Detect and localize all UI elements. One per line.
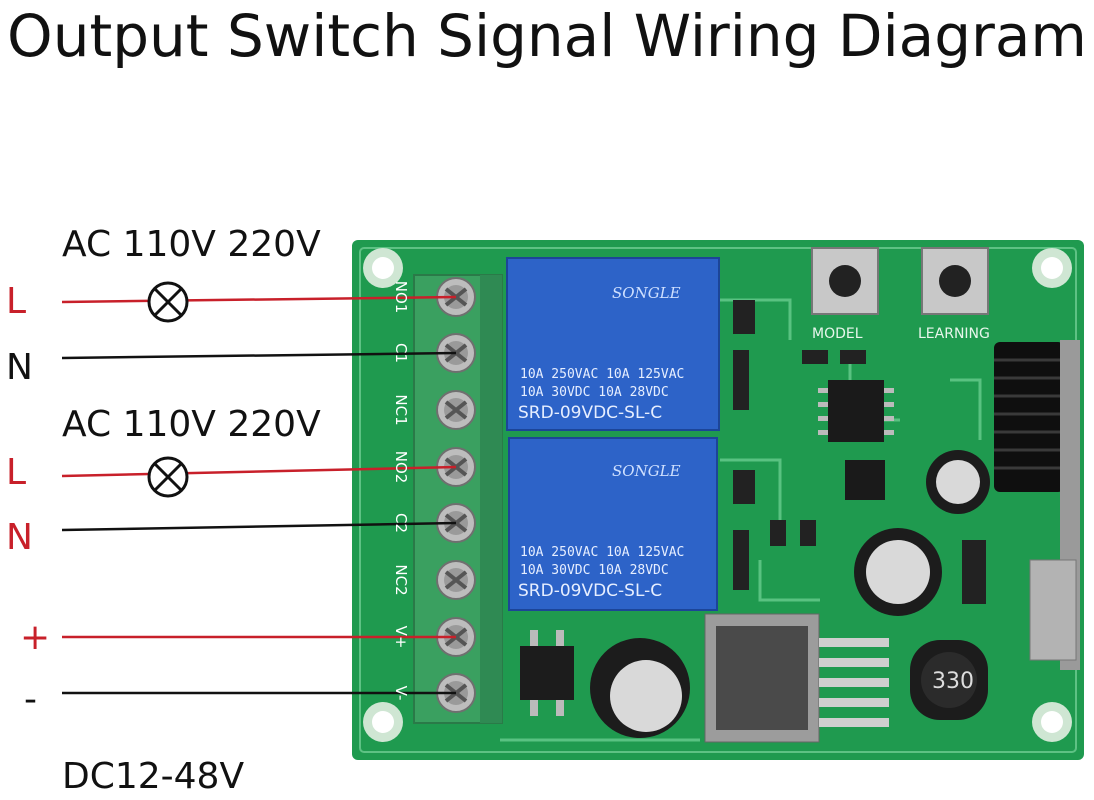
smd-components [733, 300, 986, 604]
wire-label-negative: - [24, 679, 37, 720]
mounting-hole [1032, 248, 1072, 288]
lamp-icon-2 [147, 456, 189, 498]
ac-supply-label-1: AC 110V 220V [62, 224, 321, 265]
relay-1-model: SRD-09VDC-SL-C [518, 403, 662, 423]
wire-l2 [61, 465, 457, 478]
relay-2: SONGLE 10A 250VAC 10A 125VAC 10A 30VDC 1… [508, 437, 718, 611]
learning-button-label: LEARNING [918, 326, 990, 342]
relay-2-rating-1: 10A 250VAC 10A 125VAC [520, 545, 684, 560]
relay-1-rating-2: 10A 30VDC 10A 28VDC [520, 385, 669, 400]
terminal-label: C1 [392, 343, 410, 363]
terminal-label: NO1 [392, 281, 410, 314]
wire-l1 [61, 295, 457, 304]
wire-label-positive: + [20, 617, 51, 658]
ic-chip [818, 380, 894, 442]
terminal-screw [436, 560, 476, 600]
inductor: 330 [910, 640, 988, 720]
relay-1-brand: SONGLE [612, 284, 681, 302]
wire-n1 [61, 351, 457, 360]
antenna-coil [994, 342, 1064, 492]
voltage-regulator [704, 613, 889, 743]
learning-button [921, 247, 989, 315]
wire-n2 [61, 521, 457, 532]
relay-2-model: SRD-09VDC-SL-C [518, 581, 662, 601]
capacitor-small [926, 450, 990, 514]
terminal-label: NC1 [392, 394, 410, 425]
terminal-label: NO2 [392, 451, 410, 484]
model-button [811, 247, 879, 315]
diagram-title: Output Switch Signal Wiring Diagram [7, 2, 1087, 70]
mounting-hole [363, 248, 403, 288]
capacitor-large [590, 638, 690, 738]
inductor-code: 330 [932, 669, 974, 694]
terminal-screw [436, 390, 476, 430]
terminal-block-side [480, 275, 502, 723]
transistor [845, 460, 885, 500]
relay-2-brand: SONGLE [612, 462, 681, 480]
terminal-label: C2 [392, 513, 410, 533]
crystal-oscillator [1029, 559, 1077, 661]
wire-label-n2: N [6, 517, 33, 558]
terminal-label: V+ [392, 626, 410, 649]
relay-1-rating-1: 10A 250VAC 10A 125VAC [520, 367, 684, 382]
capacitor-medium [854, 528, 942, 616]
mounting-hole [1032, 702, 1072, 742]
ac-supply-label-2: AC 110V 220V [62, 404, 321, 445]
terminal-label: V- [392, 686, 410, 701]
relay-1: SONGLE 10A 250VAC 10A 125VAC 10A 30VDC 1… [506, 257, 720, 431]
bridge-rectifier [520, 630, 574, 716]
relay-2-rating-2: 10A 30VDC 10A 28VDC [520, 563, 669, 578]
dc-supply-label: DC12-48V [62, 756, 245, 797]
wire-label-l1: L [6, 281, 27, 322]
mounting-hole [363, 702, 403, 742]
wire-label-l2: L [6, 452, 27, 493]
model-button-label: MODEL [812, 326, 863, 342]
lamp-icon-1 [147, 281, 189, 323]
terminal-label: NC2 [392, 564, 410, 595]
wire-label-n1: N [6, 347, 33, 388]
